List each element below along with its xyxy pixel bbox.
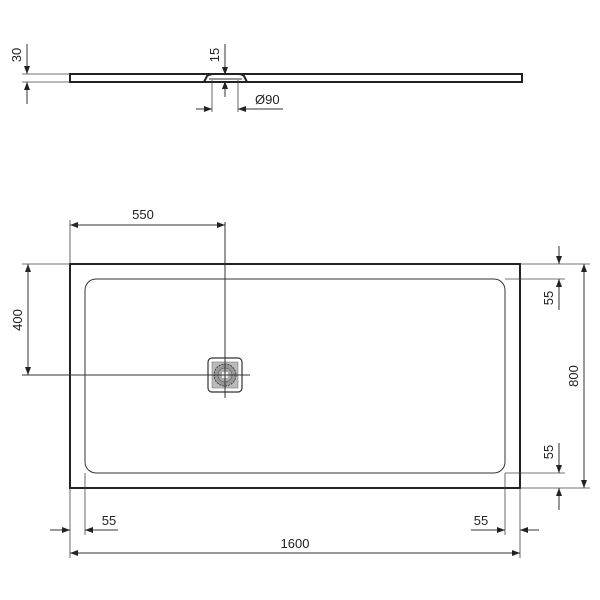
tray-basin bbox=[84, 278, 506, 474]
top-view: 550 400 55 800 55 55 55 bbox=[10, 207, 590, 558]
drain-recess-profile bbox=[203, 73, 248, 83]
dim-rim-top: 55 bbox=[541, 291, 556, 305]
side-view: 30 15 Ø90 bbox=[9, 44, 523, 112]
dim-width: 1600 bbox=[281, 536, 310, 551]
dim-thickness: 30 bbox=[9, 48, 24, 62]
dim-rim-left: 55 bbox=[102, 513, 116, 528]
dim-drain-depth: 15 bbox=[207, 48, 222, 62]
tray-side-profile bbox=[69, 73, 523, 83]
dim-depth: 800 bbox=[566, 365, 581, 387]
dim-drain-diameter: Ø90 bbox=[255, 92, 280, 107]
dim-rim-right: 55 bbox=[474, 513, 488, 528]
dim-rim-bottom: 55 bbox=[541, 445, 556, 459]
dim-drain-offset-x: 550 bbox=[132, 207, 154, 222]
tray-outline bbox=[69, 263, 521, 489]
dim-drain-offset-y: 400 bbox=[10, 309, 25, 331]
